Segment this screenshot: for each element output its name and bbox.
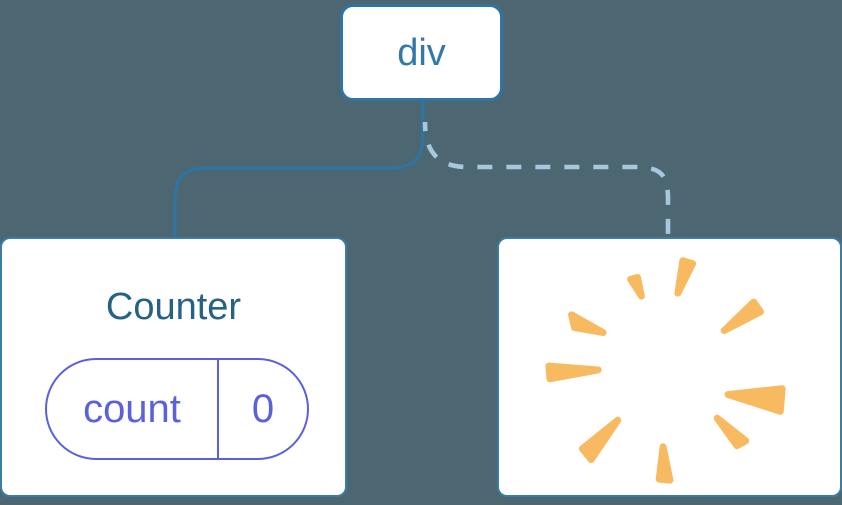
- state-value: 0: [251, 386, 275, 431]
- root-node-label: div: [397, 31, 446, 74]
- poof-ray: [545, 362, 602, 383]
- connector-solid-left: [173, 99, 425, 239]
- poof-ray: [724, 385, 786, 415]
- removed-node: [497, 237, 842, 497]
- connector-dashed-right: [422, 121, 671, 238]
- counter-node: Counter count 0: [0, 237, 347, 497]
- poof-ray: [627, 273, 645, 300]
- poof-ray: [720, 298, 765, 335]
- poof-ray: [568, 311, 607, 336]
- poof-starburst-icon: [545, 257, 786, 484]
- counter-node-title: Counter: [105, 286, 242, 328]
- poof-ray: [713, 414, 750, 450]
- poof-ray: [578, 416, 622, 463]
- state-pill: count 0: [45, 358, 309, 460]
- poof-ray: [655, 443, 674, 484]
- root-node-div: div: [340, 4, 503, 101]
- poof-ray: [674, 257, 697, 297]
- state-key-label: count: [47, 360, 219, 458]
